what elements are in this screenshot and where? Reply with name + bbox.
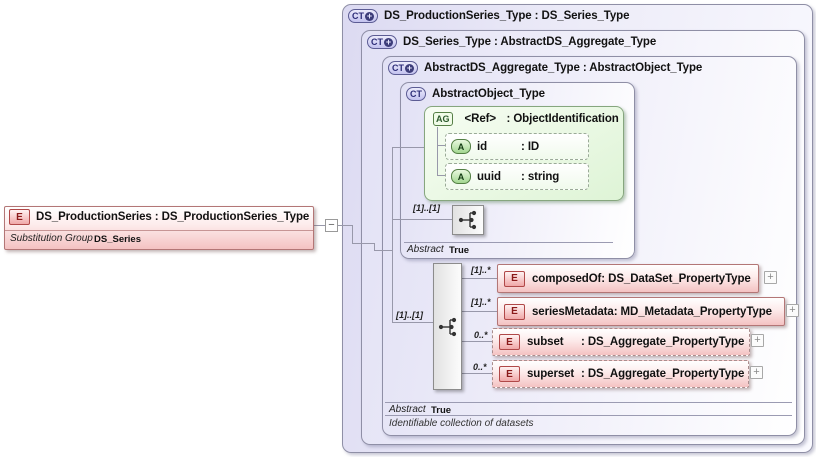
element-divider <box>5 230 313 231</box>
abstract-label: Abstract <box>389 404 426 415</box>
connector-line <box>343 225 352 226</box>
connector-line <box>460 311 497 312</box>
element-title: DS_ProductionSeries : DS_ProductionSerie… <box>36 211 310 223</box>
connector-line <box>312 225 325 226</box>
type-annotation: Identifiable collection of datasets <box>389 418 534 429</box>
element-name: superset <box>527 368 575 380</box>
collapse-icon[interactable]: − <box>325 219 338 232</box>
sequence-compositor[interactable] <box>433 263 462 390</box>
attribute-type: : ID <box>521 140 540 153</box>
type-title: DS_ProductionSeries_Type : DS_Series_Typ… <box>384 10 630 22</box>
substitution-group-label: Substitution Group <box>10 233 93 244</box>
connector-line <box>437 145 445 146</box>
attribute-group-type: : ObjectIdentification <box>506 113 619 125</box>
attribute-name: uuid <box>477 170 501 183</box>
connector-line <box>374 243 375 250</box>
type-title: AbstractDS_Aggregate_Type : AbstractObje… <box>424 62 703 74</box>
type-box-header: CT AbstractObject_Type <box>406 87 545 101</box>
connector-line <box>437 175 445 176</box>
element-type: : MD_Metadata_PropertyType <box>613 305 772 318</box>
complextype-derived-icon: CT+ <box>367 35 397 49</box>
cardinality-label: [1]..* <box>471 297 491 307</box>
cardinality-label: 0..* <box>473 362 487 372</box>
abstract-value: True <box>431 405 452 416</box>
complextype-derived-icon: CT+ <box>388 61 418 75</box>
cardinality-label: [1]..* <box>471 265 491 275</box>
element-composedof[interactable]: E composedOf : DS_DataSet_PropertyType <box>497 264 759 293</box>
sequence-icon[interactable] <box>452 205 484 235</box>
connector-line <box>352 225 353 243</box>
element-type: : DS_Aggregate_PropertyType <box>581 368 745 380</box>
element-superset[interactable]: E superset : DS_Aggregate_PropertyType <box>492 360 749 388</box>
cardinality-label: [1]..[1] <box>396 310 423 320</box>
attribute-group-header: AG <Ref> : ObjectIdentification <box>433 112 619 126</box>
element-icon: E <box>9 209 30 225</box>
connector-line <box>338 225 343 226</box>
connector-line <box>374 250 392 251</box>
footer-divider <box>385 402 792 403</box>
element-subset[interactable]: E subset : DS_Aggregate_PropertyType <box>492 328 750 356</box>
connector-line <box>392 322 433 323</box>
element-seriesmetadata[interactable]: E seriesMetadata : MD_Metadata_PropertyT… <box>497 297 785 326</box>
cardinality-label: 0..* <box>474 330 488 340</box>
connector-line <box>437 127 438 176</box>
connector-line <box>460 278 497 279</box>
element-name: seriesMetadata <box>532 305 614 318</box>
attribute-id[interactable]: A id : ID <box>445 133 589 160</box>
complextype-icon: CT <box>406 87 426 101</box>
element-ds-productionseries[interactable]: E DS_ProductionSeries : DS_ProductionSer… <box>4 206 314 250</box>
derived-plus-icon: + <box>384 36 393 47</box>
element-icon: E <box>499 334 520 350</box>
attribute-icon: A <box>451 139 471 154</box>
attribute-group-name: <Ref> <box>464 113 497 125</box>
connector-line <box>392 147 393 322</box>
connector-line <box>460 373 492 374</box>
attribute-group-icon: AG <box>433 112 453 126</box>
element-icon: E <box>504 270 525 287</box>
footer-divider <box>385 415 792 416</box>
cardinality-label: [1]..[1] <box>413 203 440 213</box>
element-type: : DS_DataSet_PropertyType <box>601 272 751 285</box>
attribute-name: id <box>477 140 488 153</box>
abstract-label: Abstract <box>407 244 444 255</box>
derived-plus-icon: + <box>405 62 414 73</box>
element-name: composedOf <box>532 272 602 285</box>
footer-divider <box>404 242 613 243</box>
type-box-header: CT+ DS_Series_Type : AbstractDS_Aggregat… <box>367 35 656 49</box>
expand-icon[interactable]: + <box>786 304 799 317</box>
complextype-derived-icon: CT+ <box>348 9 378 23</box>
type-box-header: CT+ DS_ProductionSeries_Type : DS_Series… <box>348 9 629 23</box>
connector-line <box>392 147 424 148</box>
element-type: : DS_Aggregate_PropertyType <box>581 336 745 348</box>
derived-plus-icon: + <box>365 10 374 21</box>
connector-line <box>460 341 492 342</box>
attribute-type: : string <box>521 170 560 183</box>
abstract-value: True <box>449 245 470 256</box>
element-icon: E <box>499 366 520 382</box>
expand-icon[interactable]: + <box>750 366 763 379</box>
attribute-uuid[interactable]: A uuid : string <box>445 163 589 190</box>
sequence-glyph <box>438 317 456 336</box>
type-title: DS_Series_Type : AbstractDS_Aggregate_Ty… <box>403 36 657 48</box>
connector-line <box>352 243 374 244</box>
attribute-icon: A <box>451 169 471 184</box>
expand-icon[interactable]: + <box>764 271 777 284</box>
substitution-group-value: DS_Series <box>94 234 142 245</box>
type-box-header: CT+ AbstractDS_Aggregate_Type : Abstract… <box>388 61 702 75</box>
connector-line <box>392 219 452 220</box>
element-icon: E <box>504 303 525 320</box>
element-name: subset <box>527 336 564 348</box>
sequence-glyph <box>458 210 477 230</box>
expand-icon[interactable]: + <box>751 334 764 347</box>
element-header: E DS_ProductionSeries : DS_ProductionSer… <box>9 209 309 225</box>
type-title: AbstractObject_Type <box>432 88 545 100</box>
